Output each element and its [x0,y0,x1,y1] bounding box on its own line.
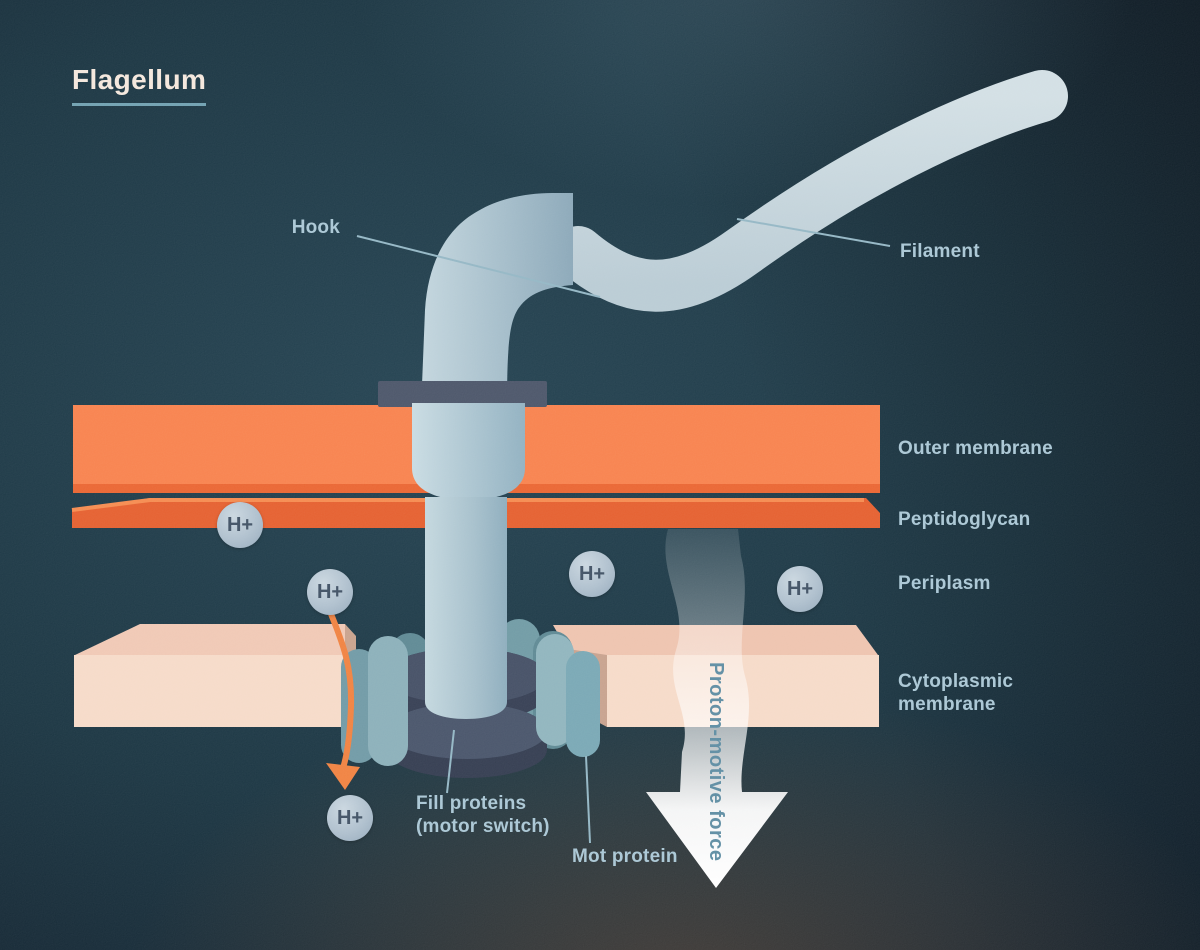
h-plus-ion: H+ [569,551,615,597]
rod-lower [425,497,507,719]
h-plus-ion: H+ [307,569,353,615]
cytoplasmic-membrane-label: Cytoplasmic membrane [898,670,1013,716]
fill-proteins-label-line1: Fill proteins [416,793,527,814]
hook-tube [421,193,573,410]
cytoplasmic-membrane-label-line1: Cytoplasmic [898,671,1014,692]
h-plus-ion: H+ [777,566,823,612]
peptidoglycan-label: Peptidoglycan [898,509,1031,530]
mot-protein-label: Mot protein [572,846,678,867]
outer-membrane-label: Outer membrane [898,438,1053,459]
fill-proteins-label: Fill proteins (motor switch) [416,792,550,838]
periplasm-label: Periplasm [898,573,991,594]
rod-upper [412,403,525,500]
fill-proteins-label-line2: (motor switch) [416,816,550,838]
proton-motive-force-label: Proton-motive force [705,662,727,862]
cytoplasmic-membrane-left [74,624,356,727]
diagram-title: Flagellum [72,64,207,106]
hook-label: Hook [291,217,340,238]
cytoplasmic-membrane-label-line2: membrane [898,694,996,716]
h-plus-ion: H+ [217,502,263,548]
mot-protein-callout-line [585,755,591,844]
filament-label: Filament [900,241,980,262]
h-plus-ion: H+ [327,795,373,841]
